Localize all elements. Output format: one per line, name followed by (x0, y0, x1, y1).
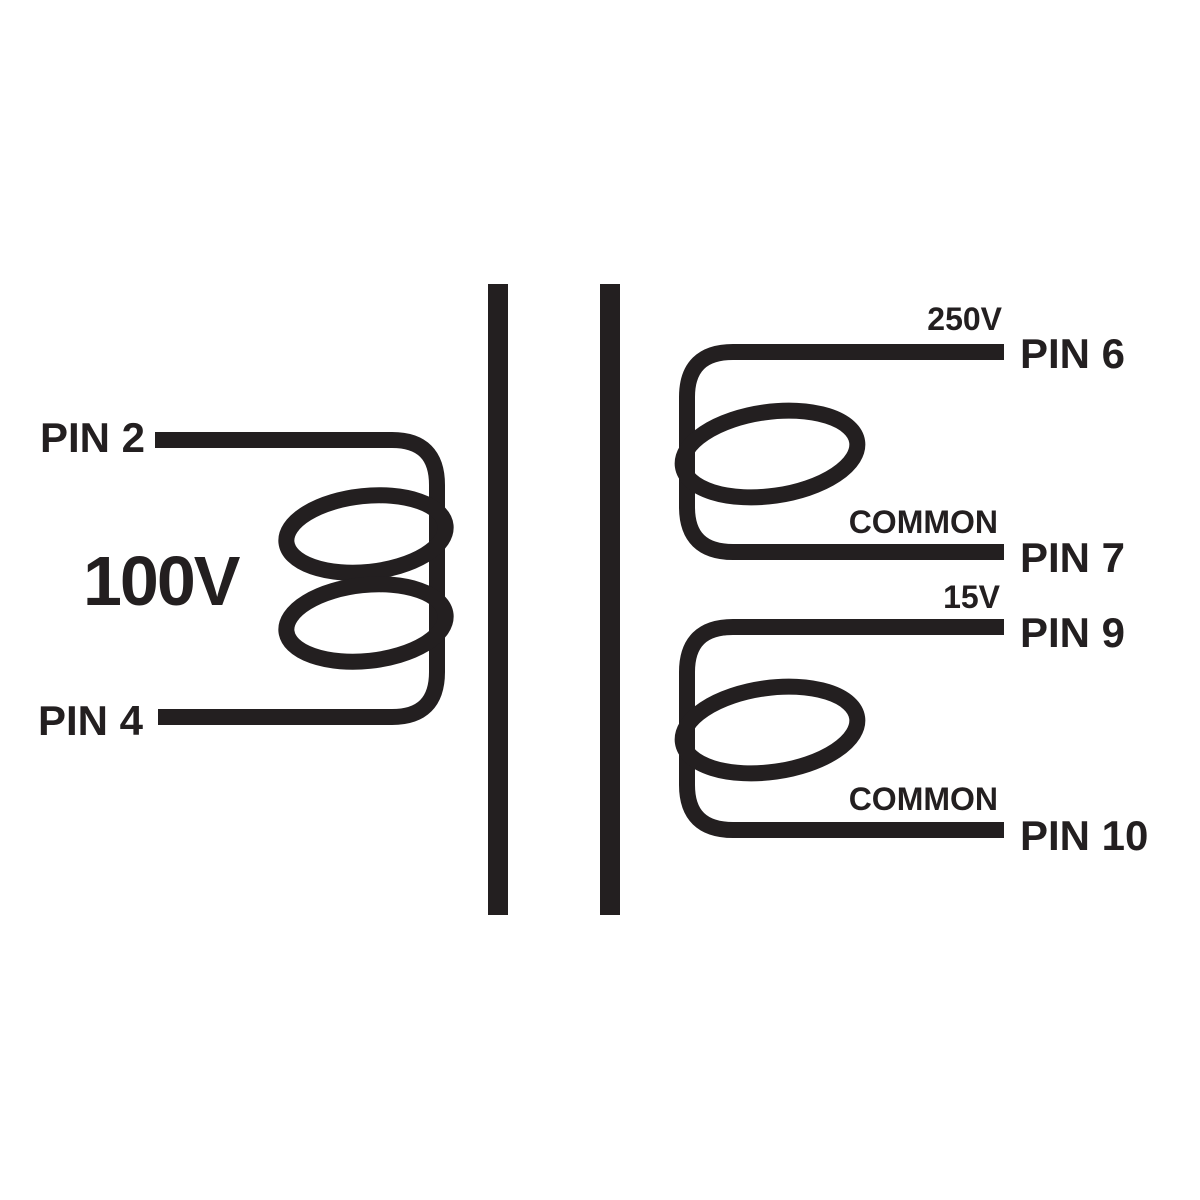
primary-winding: PIN 2 100V PIN 4 (38, 414, 454, 744)
core-bar-right (600, 284, 620, 915)
core-bar-left (488, 284, 508, 915)
secondary-250v-voltage-label: 250V (927, 301, 1002, 337)
pin-2-label: PIN 2 (40, 414, 145, 461)
primary-winding-loop-1 (278, 487, 454, 581)
primary-winding-wire (155, 432, 445, 725)
secondary-winding-250v: 250V PIN 6 COMMON PIN 7 (674, 301, 1125, 581)
secondary-250v-loop (674, 402, 866, 506)
secondary-winding-15v: 15V PIN 9 COMMON PIN 10 (674, 579, 1148, 859)
pin-4-label: PIN 4 (38, 697, 144, 744)
pin-7-label: PIN 7 (1020, 534, 1125, 581)
transformer-core (488, 284, 620, 915)
secondary-15v-voltage-label: 15V (943, 579, 1001, 615)
pin-6-label: PIN 6 (1020, 330, 1125, 377)
pin-10-label: PIN 10 (1020, 812, 1148, 859)
primary-winding-loop-2 (278, 576, 454, 670)
secondary-15v-loop (674, 678, 866, 782)
pin-9-label: PIN 9 (1020, 609, 1125, 656)
secondary-15v-common-label: COMMON (849, 781, 998, 817)
secondary-250v-common-label: COMMON (849, 504, 998, 540)
primary-voltage-label: 100V (83, 542, 241, 620)
